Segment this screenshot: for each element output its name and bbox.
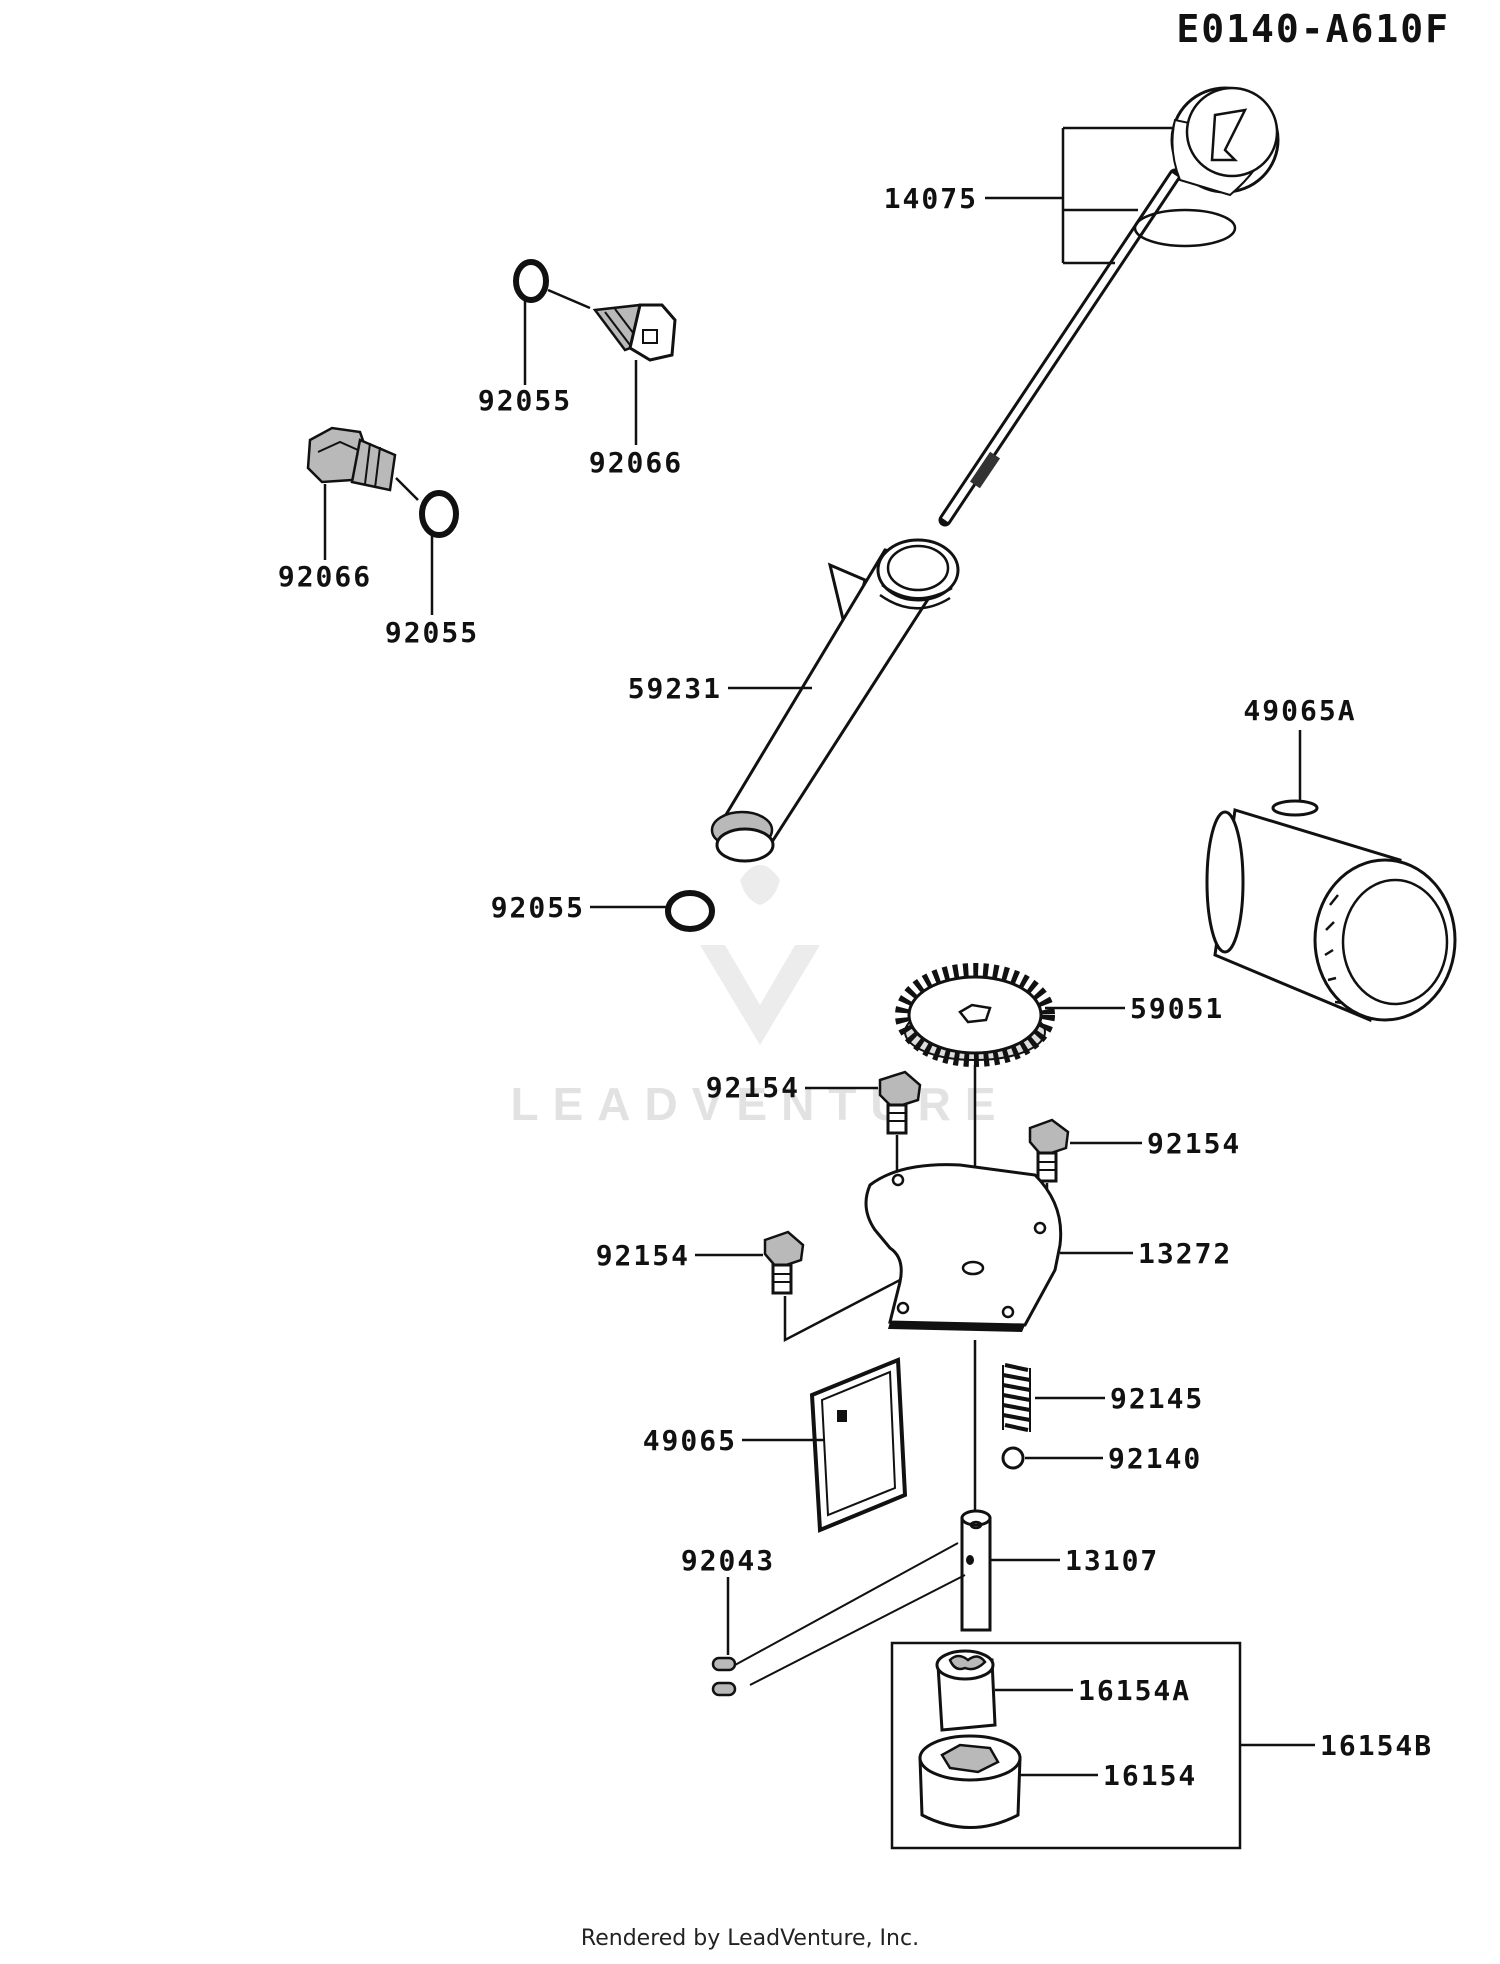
oring-left-part[interactable] <box>419 490 459 538</box>
label-filler-tube[interactable]: 59231 <box>628 672 722 705</box>
label-bolt-right[interactable]: 92154 <box>1147 1127 1241 1160</box>
diagram-code: E0140-A610F <box>1176 7 1450 51</box>
label-oil-filter[interactable]: 49065A <box>1243 694 1356 727</box>
rotor-inner-part[interactable] <box>935 1649 997 1732</box>
label-plug-upper[interactable]: 92066 <box>589 446 683 479</box>
label-bolt-left[interactable]: 92154 <box>596 1239 690 1272</box>
shaft-part[interactable] <box>960 1509 992 1632</box>
label-spring[interactable]: 92145 <box>1110 1382 1204 1415</box>
plug-upper-part[interactable] <box>592 303 677 362</box>
bolt-right-part[interactable] <box>1028 1118 1070 1183</box>
label-plug-left[interactable]: 92066 <box>278 560 372 593</box>
label-pump-cover[interactable]: 13272 <box>1138 1237 1232 1270</box>
label-shaft[interactable]: 13107 <box>1065 1544 1159 1577</box>
oring-upper-part[interactable] <box>513 259 549 303</box>
label-screen[interactable]: 49065 <box>643 1424 737 1457</box>
label-dipstick[interactable]: 14075 <box>884 182 978 215</box>
label-rotor-outer[interactable]: 16154 <box>1103 1759 1197 1792</box>
filler-tube-part[interactable] <box>710 538 960 863</box>
rotor-outer-part[interactable] <box>918 1734 1022 1829</box>
bolt-top-part[interactable] <box>878 1070 922 1135</box>
screen-part[interactable] <box>809 1357 908 1533</box>
label-bolt-top[interactable]: 92154 <box>706 1071 800 1104</box>
pin-part[interactable] <box>711 1542 966 1697</box>
label-pin[interactable]: 92043 <box>681 1544 775 1577</box>
plug-left-part[interactable] <box>306 426 397 492</box>
label-rotor-set[interactable]: 16154B <box>1320 1729 1433 1762</box>
footer-credit: Rendered by LeadVenture, Inc. <box>581 1926 919 1951</box>
bolt-left-part[interactable] <box>763 1230 805 1295</box>
label-rotor-inner[interactable]: 16154A <box>1078 1674 1191 1707</box>
label-gear[interactable]: 59051 <box>1130 992 1224 1025</box>
dipstick-part[interactable] <box>938 86 1280 527</box>
oil-filter-part[interactable] <box>1205 799 1457 1023</box>
pump-cover-part[interactable] <box>864 1163 1063 1332</box>
label-oring-left[interactable]: 92055 <box>385 616 479 649</box>
gear-part[interactable] <box>895 963 1055 1067</box>
label-ball[interactable]: 92140 <box>1108 1442 1202 1475</box>
oring-tube-part[interactable] <box>665 890 715 932</box>
ball-part[interactable] <box>1001 1446 1025 1470</box>
label-oring-upper[interactable]: 92055 <box>478 384 572 417</box>
spring-part[interactable] <box>1002 1363 1031 1432</box>
label-oring-tube[interactable]: 92055 <box>491 891 585 924</box>
dipstick-leader <box>985 126 1172 265</box>
